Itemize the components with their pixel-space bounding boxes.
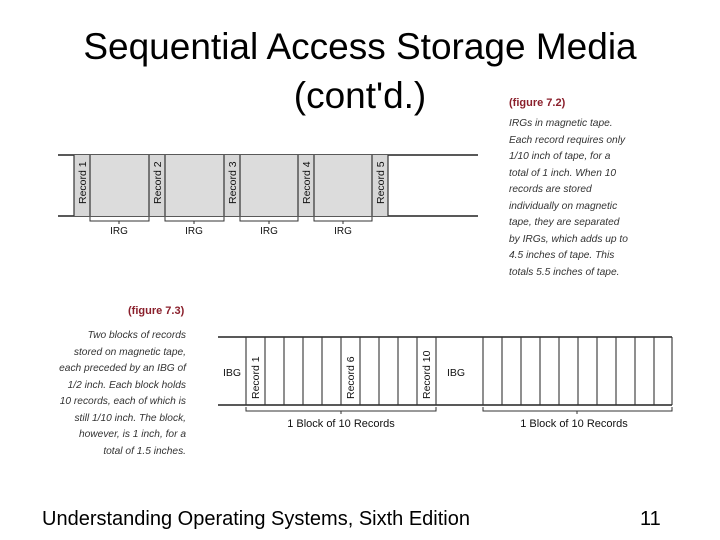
- title-line-1: Sequential Access Storage Media: [83, 26, 637, 67]
- record-5-label: Record 5: [375, 161, 387, 204]
- caption-line: 4.5 inches of tape. This: [509, 250, 615, 261]
- caption-line: Each record requires only: [509, 134, 626, 146]
- caption-line: each preceded by an IBG of: [59, 363, 186, 374]
- block-2-dividers: [482, 337, 673, 405]
- figure-7-3-label: (figure 7.3): [128, 305, 185, 317]
- caption-line: Two blocks of records: [87, 330, 186, 341]
- caption-line: total of 1 inch. When 10: [509, 167, 617, 179]
- irg-shade: [240, 155, 298, 216]
- slide-footer: Understanding Operating Systems, Sixth E…: [42, 508, 470, 530]
- caption-line: stored on magnetic tape,: [73, 346, 186, 358]
- block-label: 1 Block of 10 Records: [287, 418, 395, 430]
- irg-shade: [165, 155, 224, 216]
- block-label: 1 Block of 10 Records: [520, 418, 628, 430]
- caption-line: however, is 1 inch, for a: [78, 429, 186, 440]
- irg-label: IRG: [110, 226, 128, 237]
- record-block: [149, 155, 165, 216]
- irg-brackets: [89, 217, 373, 224]
- caption-line: total of 1.5 inches.: [103, 445, 186, 457]
- record-4-label: Record 4: [301, 161, 313, 204]
- figure-7-2-tape: Record 1 Record 2 Record 3 Record 4 Reco…: [58, 154, 478, 237]
- figure-7-3-caption: Two blocks of records stored on magnetic…: [58, 328, 186, 460]
- caption-line: tape, they are separated: [509, 217, 620, 228]
- irg-shade: [90, 155, 149, 216]
- page-number: 11: [640, 508, 661, 530]
- block-1-dividers: [245, 337, 437, 405]
- record-6-label: Record 6: [345, 356, 357, 399]
- irg-label: IRG: [334, 226, 352, 237]
- irg-label: IRG: [260, 226, 278, 237]
- slide-title: Sequential Access Storage Media (cont'd.…: [0, 22, 720, 120]
- caption-line: records are stored: [509, 184, 592, 195]
- record-block: [74, 155, 90, 216]
- record-block: [224, 155, 240, 216]
- title-line-2: (cont'd.): [293, 75, 427, 116]
- record-1-label: Record 1: [77, 161, 89, 204]
- record-2-label: Record 2: [152, 161, 164, 204]
- record-block: [298, 155, 314, 216]
- figure-7-2-caption: IRGs in magnetic tape. Each record requi…: [509, 116, 628, 281]
- caption-line: still 1/10 inch. The block,: [74, 412, 186, 424]
- caption-line: totals 5.5 inches of tape.: [509, 266, 620, 278]
- caption-line: IRGs in magnetic tape.: [509, 118, 613, 129]
- record-borders: [73, 155, 389, 216]
- caption-line: 1/2 inch. Each block holds: [67, 379, 186, 391]
- irg-shade: [314, 155, 372, 216]
- record-10-label: Record 10: [421, 350, 433, 399]
- figure-7-2-label: (figure 7.2): [509, 97, 566, 109]
- record-block: [372, 155, 388, 216]
- ibg-label: IBG: [447, 367, 465, 379]
- record-1-label: Record 1: [250, 356, 262, 399]
- caption-line: individually on magnetic: [509, 200, 618, 212]
- record-3-label: Record 3: [227, 161, 239, 204]
- caption-line: 10 records, each of which is: [59, 396, 186, 407]
- block-brackets: [245, 407, 673, 414]
- caption-line: 1/10 inch of tape, for a: [509, 151, 611, 162]
- figure-7-3-tape: IBG IBG Record 1 Record 6 Record 10 1 Bl…: [218, 336, 673, 430]
- caption-line: by IRGs, which adds up to: [509, 233, 628, 245]
- irg-label: IRG: [185, 226, 203, 237]
- ibg-label: IBG: [223, 367, 241, 379]
